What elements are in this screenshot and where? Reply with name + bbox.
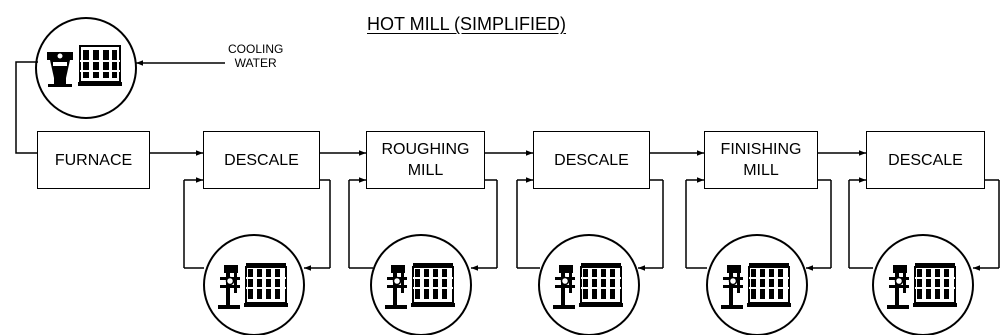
cooling-water-label: COOLING WATER [228,42,284,70]
recirculation-loop-4 [685,177,832,335]
filtration-treatment-equipment-icon [78,45,122,86]
stage-descale-1-label: DESCALE [224,151,299,169]
recirculation-loop-5 [848,177,1000,335]
cooling-tower-and-pump-icon [47,52,73,87]
cooling-to-furnace-line [15,61,38,154]
stage-roughing-mill: ROUGHING MILL [366,131,485,189]
recirculation-loop-2 [348,177,498,335]
stage-descale-1: DESCALE [203,131,320,189]
stage-furnace-label: FURNACE [54,151,133,169]
stage-finishing-mill: FINISHING MILL [704,131,818,189]
cooling-unit [35,17,137,119]
stage-descale-2: DESCALE [533,131,650,189]
stage-descale-3: DESCALE [866,131,985,189]
stage-roughing-mill-label: ROUGHING MILL [381,141,470,179]
diagram-title: HOT MILL (SIMPLIFIED) [367,14,567,34]
recirculation-loop-3 [516,177,664,335]
stage-furnace: FURNACE [37,131,150,189]
recirculation-loop-1 [183,177,331,335]
stage-descale-3-label: DESCALE [888,151,963,169]
stage-finishing-mill-label: FINISHING MILL [720,141,802,179]
stage-descale-2-label: DESCALE [554,151,629,169]
